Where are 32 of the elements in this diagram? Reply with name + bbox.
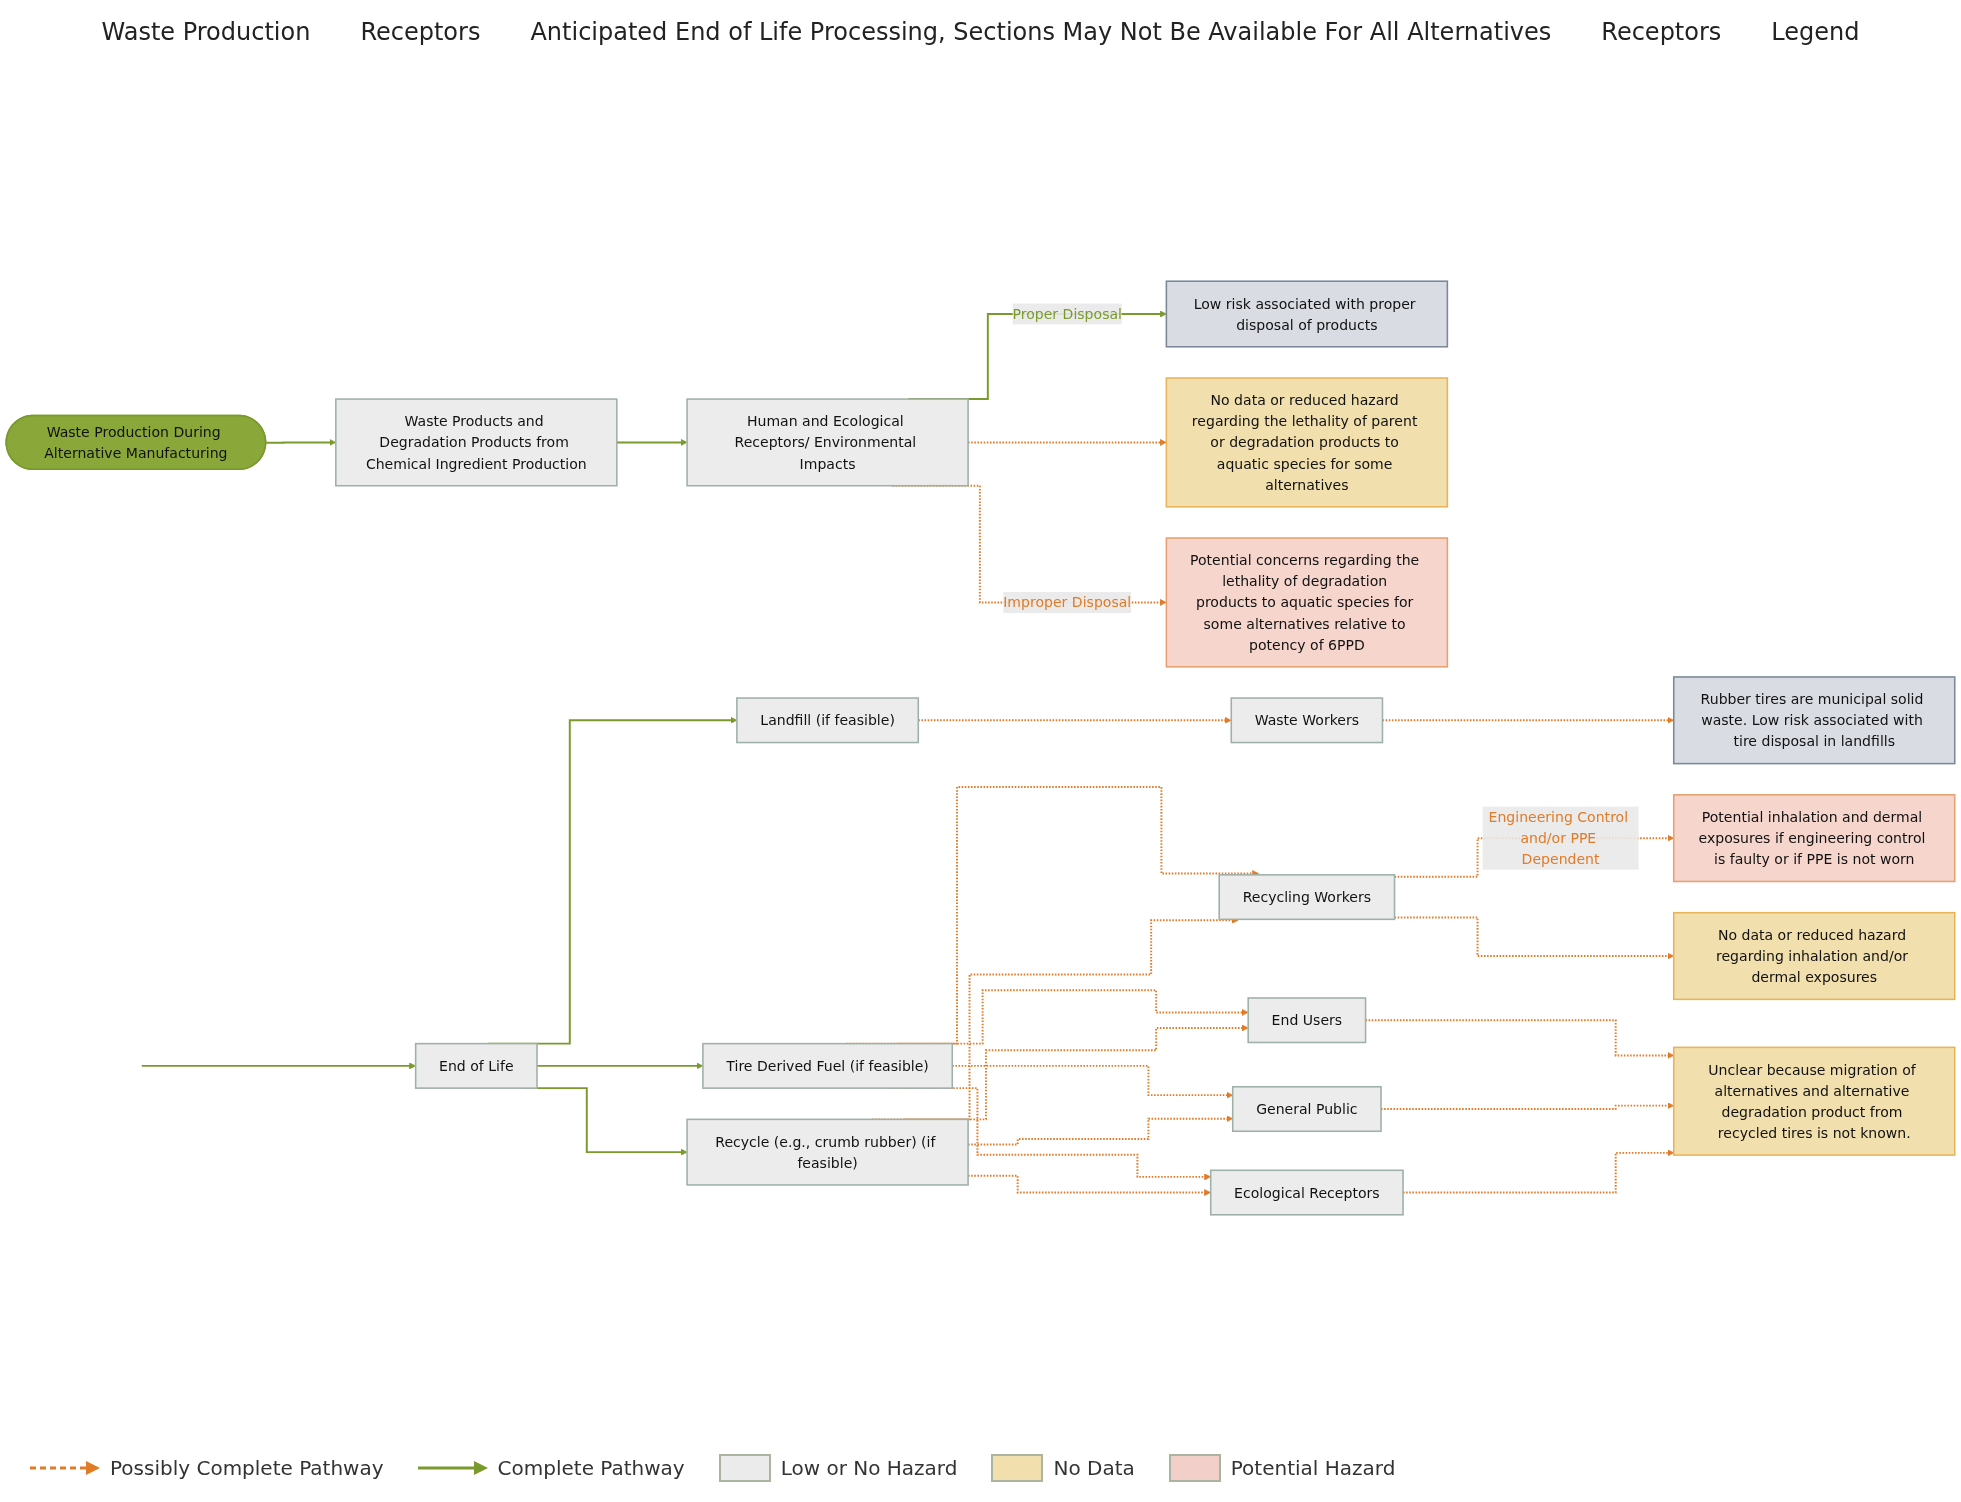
node-box: Potential concerns regarding the lethality of degradation products to aquatic species for some alternatives relative to potency of 6PPD (1165, 537, 1449, 668)
edge-label: Proper Disposal (1012, 305, 1122, 323)
legend-text: Possibly Complete Pathway (110, 1456, 384, 1480)
node-box: General Public (1231, 1086, 1382, 1133)
node-box: End Users (1247, 997, 1367, 1044)
node-box: Recycling Workers (1218, 874, 1396, 921)
edge-label: Improper Disposal (1003, 594, 1132, 611)
node-box: No data or reduced hazard regarding inhalation and/or dermal exposures (1672, 911, 1956, 1001)
arrow (140, 1062, 416, 1070)
node-box: Ecological Receptors (1209, 1169, 1404, 1216)
node-box: Unclear because migration of alternatives and alternative degradation product from recycled tires is not known. (1672, 1046, 1956, 1156)
node-box: Waste Workers (1230, 697, 1384, 744)
legend-text: Low or No Hazard (780, 1456, 958, 1480)
section-heading: Waste Production (101, 18, 311, 46)
node-box: End of Life (414, 1042, 538, 1089)
node-box: Recycle (e.g., crumb rubber) (if feasible) (686, 1118, 969, 1186)
node-box: Waste Products and Degradation Products from Chemical Ingredient Production (335, 398, 618, 487)
legend-text: Complete Pathway (497, 1456, 685, 1480)
node-box: Rubber tires are municipal solid waste. Low risk associated with tire disposal in landfills (1672, 676, 1956, 765)
section-heading: Anticipated End of Life Processing, Sections May Not Be Available For All Alternatives (530, 18, 1552, 46)
node-box: Potential inhalation and dermal exposures if engineering control is faulty or if PPE is not worn (1672, 794, 1956, 883)
edge-label: Engineering Control and/or PPE Dependent (1488, 808, 1629, 868)
node-box: Tire Derived Fuel (if feasible) (702, 1042, 954, 1089)
node-box: Low risk associated with proper disposal of products (1165, 280, 1449, 348)
section-heading: Receptors (360, 18, 481, 46)
section-heading: Legend (1771, 18, 1860, 46)
legend-text: No Data (1053, 1456, 1135, 1480)
node-box: No data or reduced hazard regarding the lethality of parent or degradation products to aquatic species for some alternatives (1165, 377, 1449, 508)
node-box: Landfill (if feasible) (736, 697, 920, 744)
node-box: Human and Ecological Receptors/ Environmental Impacts (686, 398, 969, 487)
section-heading: Receptors (1601, 18, 1722, 46)
legend-text: Potential Hazard (1230, 1456, 1396, 1480)
